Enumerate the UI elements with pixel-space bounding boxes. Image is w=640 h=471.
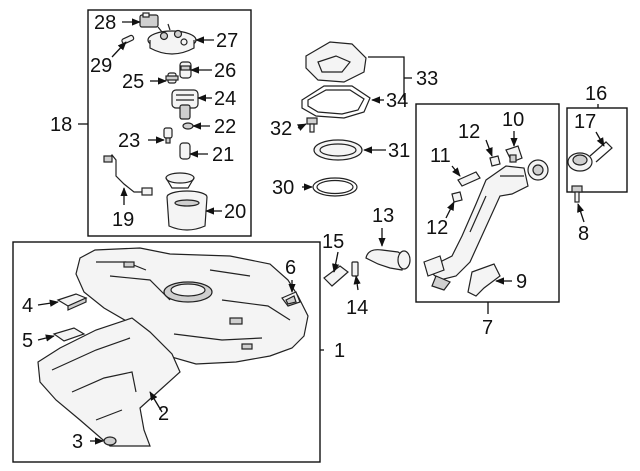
callout-33: 33 — [416, 68, 438, 90]
vent-valve-10 — [505, 145, 523, 163]
fuel-level-sender-19 — [103, 154, 153, 196]
callout-11: 11 — [430, 145, 451, 167]
pump-sensor-23 — [163, 127, 173, 144]
leader-lines — [37, 18, 605, 445]
pump-fitting-25 — [165, 72, 179, 84]
tank-insulator-6 — [281, 291, 301, 307]
fuel-pump-24 — [171, 89, 199, 120]
callout-17: 17 — [574, 111, 596, 133]
tank-pad-5 — [52, 327, 86, 342]
fuel-pump-group-frame — [87, 9, 252, 237]
callout-5: 5 — [22, 330, 33, 352]
callout-3: 3 — [72, 431, 83, 453]
callout-21: 21 — [212, 144, 234, 166]
fuel-tank-group-frame — [12, 241, 321, 463]
tank-pad-4 — [56, 293, 88, 311]
callout-26: 26 — [214, 60, 236, 82]
callout-10: 10 — [502, 109, 524, 131]
callout-20: 20 — [224, 201, 246, 223]
callout-labels: 1 2 3 4 5 6 7 8 9 10 11 12 12 13 14 15 1… — [22, 12, 607, 453]
pump-regulator-26 — [179, 61, 192, 79]
fuel-cap-16 — [567, 152, 593, 172]
pump-wire-29 — [121, 34, 135, 45]
pump-oring-22 — [182, 122, 194, 130]
callout-14: 14 — [346, 297, 368, 319]
gasket-30 — [312, 177, 358, 197]
callout-4: 4 — [22, 295, 33, 317]
callout-24: 24 — [214, 88, 236, 110]
callout-28: 28 — [94, 12, 116, 34]
fuel-tank-1 — [75, 247, 309, 365]
bolt-32 — [306, 117, 318, 133]
bolt-8 — [571, 185, 583, 203]
vent-hose-11 — [457, 171, 481, 187]
cap-tether-17 — [589, 141, 613, 163]
callout-2: 2 — [158, 403, 169, 425]
protector-gasket-34 — [301, 85, 371, 119]
callout-12b: 12 — [426, 217, 448, 239]
callout-6: 6 — [285, 257, 296, 279]
callout-12a: 12 — [458, 121, 480, 143]
callout-18: 18 — [50, 114, 72, 136]
lock-ring-31 — [313, 139, 363, 161]
clamp-12-lower — [451, 191, 463, 203]
filler-cap-group-frame — [566, 107, 628, 193]
callout-9: 9 — [516, 271, 527, 293]
pump-connector-28 — [139, 12, 159, 28]
callout-27: 27 — [216, 30, 238, 52]
shield-bolt-3 — [103, 436, 117, 446]
tank-protector-33 — [305, 41, 367, 83]
callout-29: 29 — [90, 55, 112, 77]
filler-neck-7 — [423, 159, 549, 291]
hose-clamp-14 — [351, 261, 359, 277]
pump-retainer-20 — [165, 172, 208, 231]
callout-15: 15 — [322, 231, 344, 253]
callout-13: 13 — [372, 205, 394, 227]
callout-31: 31 — [388, 140, 410, 162]
callout-1: 1 — [334, 340, 345, 362]
callout-32: 32 — [270, 118, 292, 140]
callout-23: 23 — [118, 130, 140, 152]
hose-clamp-15 — [323, 265, 349, 287]
callout-30: 30 — [272, 177, 294, 199]
clamp-12-upper — [489, 155, 501, 167]
callout-16: 16 — [585, 83, 607, 105]
callout-8: 8 — [578, 223, 589, 245]
filler-hose-13 — [365, 249, 411, 271]
pump-filter-21 — [179, 142, 191, 160]
callout-22: 22 — [214, 116, 236, 138]
callout-25: 25 — [122, 71, 144, 93]
pump-flange-27 — [147, 23, 197, 55]
callout-19: 19 — [112, 209, 134, 231]
filler-neck-bracket-9 — [467, 263, 501, 297]
callout-34: 34 — [386, 90, 408, 112]
callout-7: 7 — [482, 317, 493, 339]
